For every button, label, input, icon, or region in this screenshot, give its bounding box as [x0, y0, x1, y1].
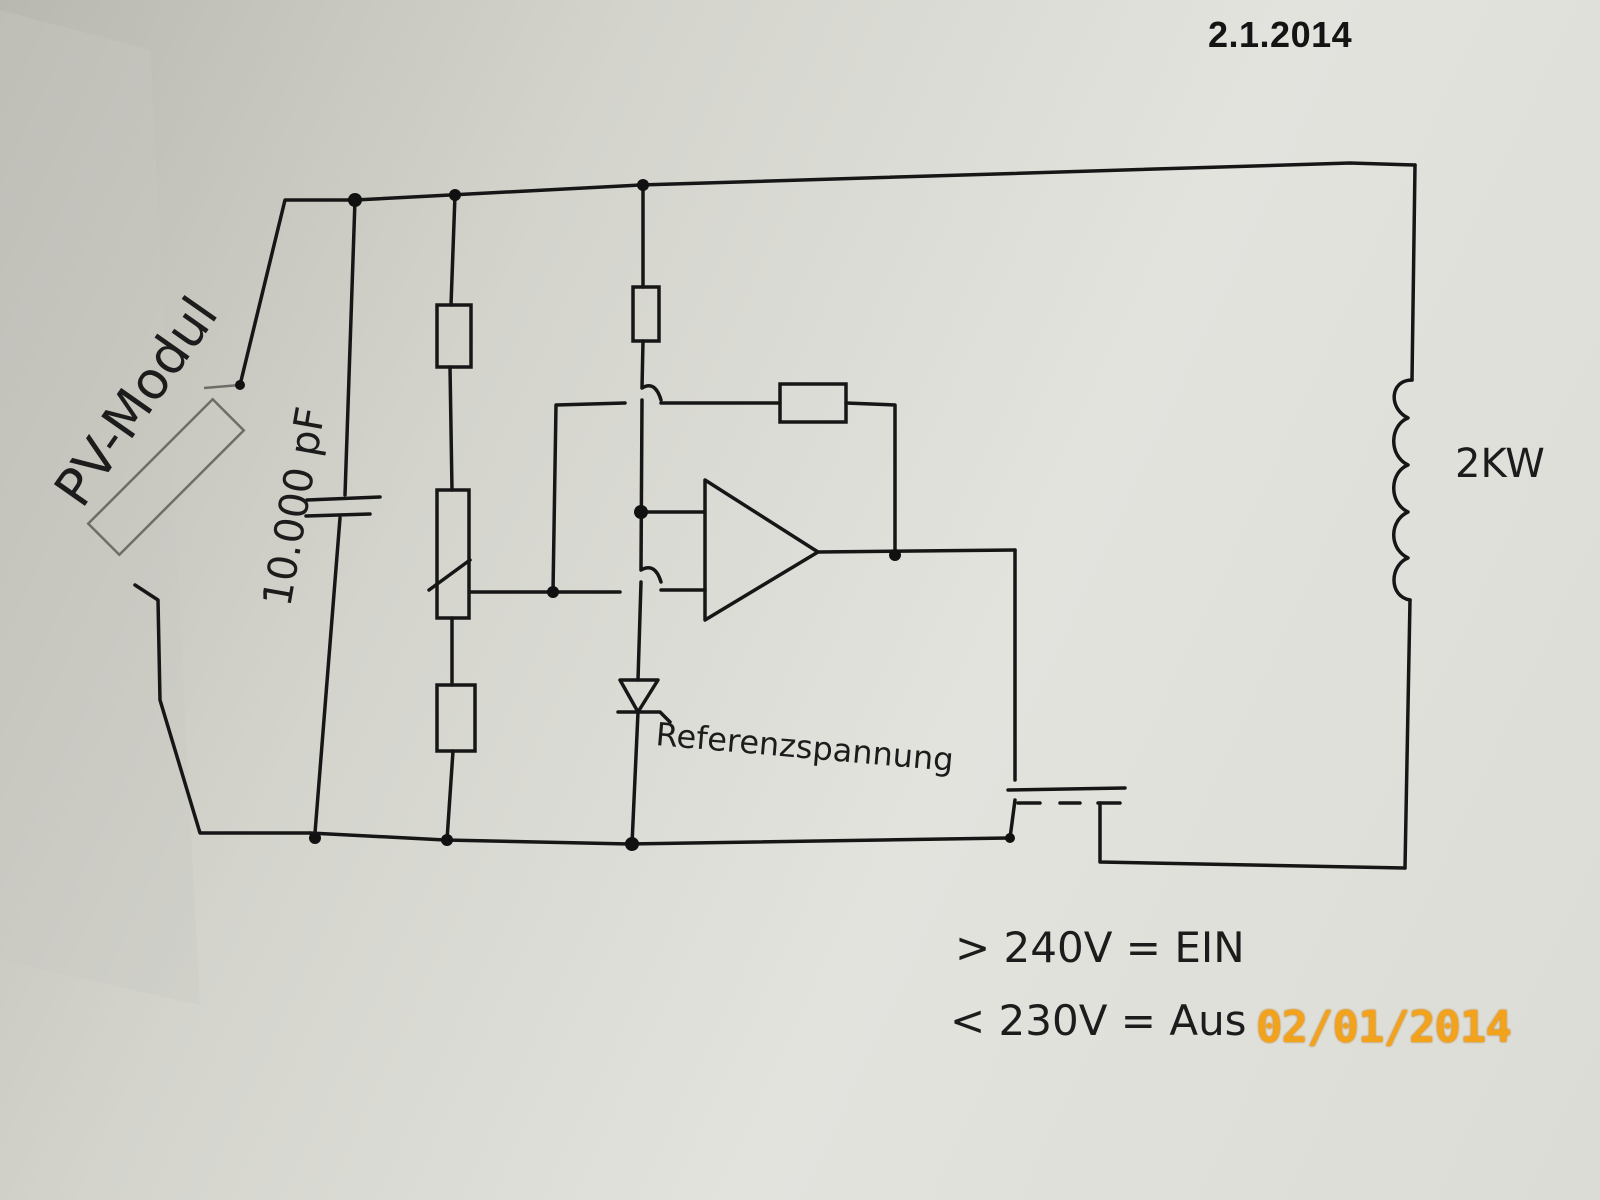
header-date: 2.1.2014: [1208, 14, 1353, 55]
junctions: [235, 179, 1015, 851]
resistor-r2: [435, 683, 477, 753]
wire-pv-bottom: [133, 583, 312, 835]
relay-switch: [1006, 548, 1407, 870]
op-amp: [703, 478, 820, 622]
capacitor: [304, 198, 382, 835]
feedback-resistor: [778, 382, 848, 424]
resistor-r3: [631, 285, 661, 343]
reference-branch: [616, 183, 672, 846]
pv-module: [86, 198, 357, 835]
capacitor-label: 10.000 pF: [255, 404, 335, 610]
camera-date-stamp: 02/01/2014: [1256, 1002, 1512, 1053]
reference-label: Referenzspannung: [654, 715, 955, 779]
wire-pv-top: [238, 198, 357, 387]
bottom-rail: [308, 831, 1010, 846]
zener-diode: [618, 678, 660, 714]
top-rail: [353, 161, 1417, 202]
voltage-divider: [427, 193, 553, 842]
rule-off-label: < 230V = Aus: [950, 996, 1247, 1045]
comparator: [551, 382, 1017, 622]
load-coil: [1392, 163, 1417, 870]
resistor-r1: [435, 303, 473, 369]
rule-on-label: > 240V = EIN: [955, 923, 1245, 972]
load-label: 2KW: [1455, 441, 1545, 487]
page-shadow: [0, 10, 200, 1005]
potentiometer: [435, 488, 471, 620]
